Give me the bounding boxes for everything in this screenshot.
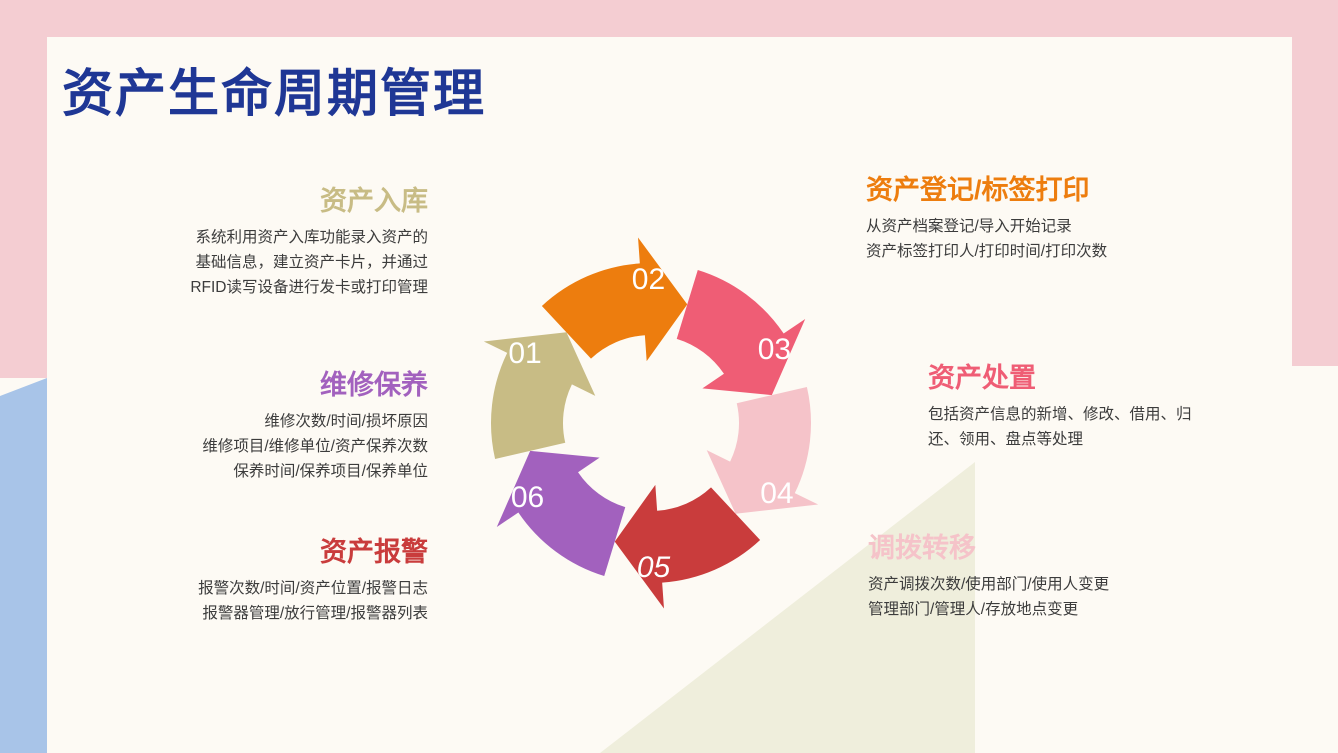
cycle-number-05: 05 <box>637 551 671 584</box>
step-block-05: 资产报警 报警次数/时间/资产位置/报警日志 报警器管理/放行管理/报警器列表 <box>58 537 428 626</box>
cycle-segment-05[interactable] <box>614 484 761 609</box>
step-line-04-1: 资产调拨次数/使用部门/使用人变更 <box>868 575 1110 593</box>
step-line-02-1: 从资产档案登记/导入开始记录 <box>866 217 1072 235</box>
step-line-05-2: 报警器管理/放行管理/报警器列表 <box>202 604 428 622</box>
step-block-04: 调拨转移 资产调拨次数/使用部门/使用人变更 管理部门/管理人/存放地点变更 <box>868 533 1268 622</box>
cycle-number-04: 04 <box>760 477 793 510</box>
step-heading-03: 资产处置 <box>928 363 1036 393</box>
decor-band-blue-left <box>0 378 47 753</box>
step-line-03-1: 包括资产信息的新增、修改、借用、归 <box>928 405 1192 423</box>
step-line-03-2: 还、领用、盘点等处理 <box>928 430 1084 448</box>
step-line-06-1: 维修次数/时间/损坏原因 <box>264 412 428 430</box>
cycle-number-06: 06 <box>511 481 544 514</box>
step-heading-02: 资产登记/标签打印 <box>866 175 1090 205</box>
step-line-01-3: RFID读写设备进行发卡或打印管理 <box>190 279 428 297</box>
cycle-segment-06[interactable] <box>496 450 626 577</box>
step-block-02: 资产登记/标签打印 从资产档案登记/导入开始记录 资产标签打印人/打印时间/打印… <box>866 175 1266 264</box>
cycle-diagram: 01 02 03 04 05 06 <box>416 188 886 658</box>
decor-band-pink-top <box>0 0 1338 37</box>
step-heading-05: 资产报警 <box>320 537 428 567</box>
cycle-segment-02[interactable] <box>541 237 688 362</box>
step-block-01: 资产入库 系统利用资产入库功能录入资产的 基础信息，建立资产卡片，并通过 RFI… <box>58 186 428 300</box>
cycle-segment-03[interactable] <box>676 269 806 396</box>
cycle-segment-04[interactable] <box>706 387 819 514</box>
cycle-number-02: 02 <box>632 263 665 296</box>
step-block-06: 维修保养 维修次数/时间/损坏原因 维修项目/维修单位/资产保养次数 保养时间/… <box>58 370 428 484</box>
step-line-06-2: 维修项目/维修单位/资产保养次数 <box>202 437 428 455</box>
step-line-02-2: 资产标签打印人/打印时间/打印次数 <box>866 242 1108 260</box>
cycle-number-01: 01 <box>508 337 541 370</box>
step-line-06-3: 保养时间/保养项目/保养单位 <box>233 463 428 481</box>
decor-band-pink-left <box>0 0 47 378</box>
step-line-01-1: 系统利用资产入库功能录入资产的 <box>195 228 428 246</box>
step-heading-01: 资产入库 <box>320 186 428 216</box>
cycle-number-03: 03 <box>758 333 791 366</box>
step-line-04-2: 管理部门/管理人/存放地点变更 <box>868 600 1079 618</box>
cycle-diagram-svg: 01 02 03 04 05 06 <box>483 237 819 609</box>
step-line-05-1: 报警次数/时间/资产位置/报警日志 <box>198 579 428 597</box>
step-heading-04: 调拨转移 <box>868 533 976 563</box>
page-title: 资产生命周期管理 <box>62 65 487 122</box>
step-block-03: 资产处置 包括资产信息的新增、修改、借用、归 还、领用、盘点等处理 <box>928 363 1280 452</box>
step-line-01-2: 基础信息，建立资产卡片，并通过 <box>195 253 428 271</box>
step-heading-06: 维修保养 <box>320 370 428 400</box>
cycle-segment-01[interactable] <box>483 332 596 459</box>
decor-band-pink-right <box>1292 0 1338 366</box>
